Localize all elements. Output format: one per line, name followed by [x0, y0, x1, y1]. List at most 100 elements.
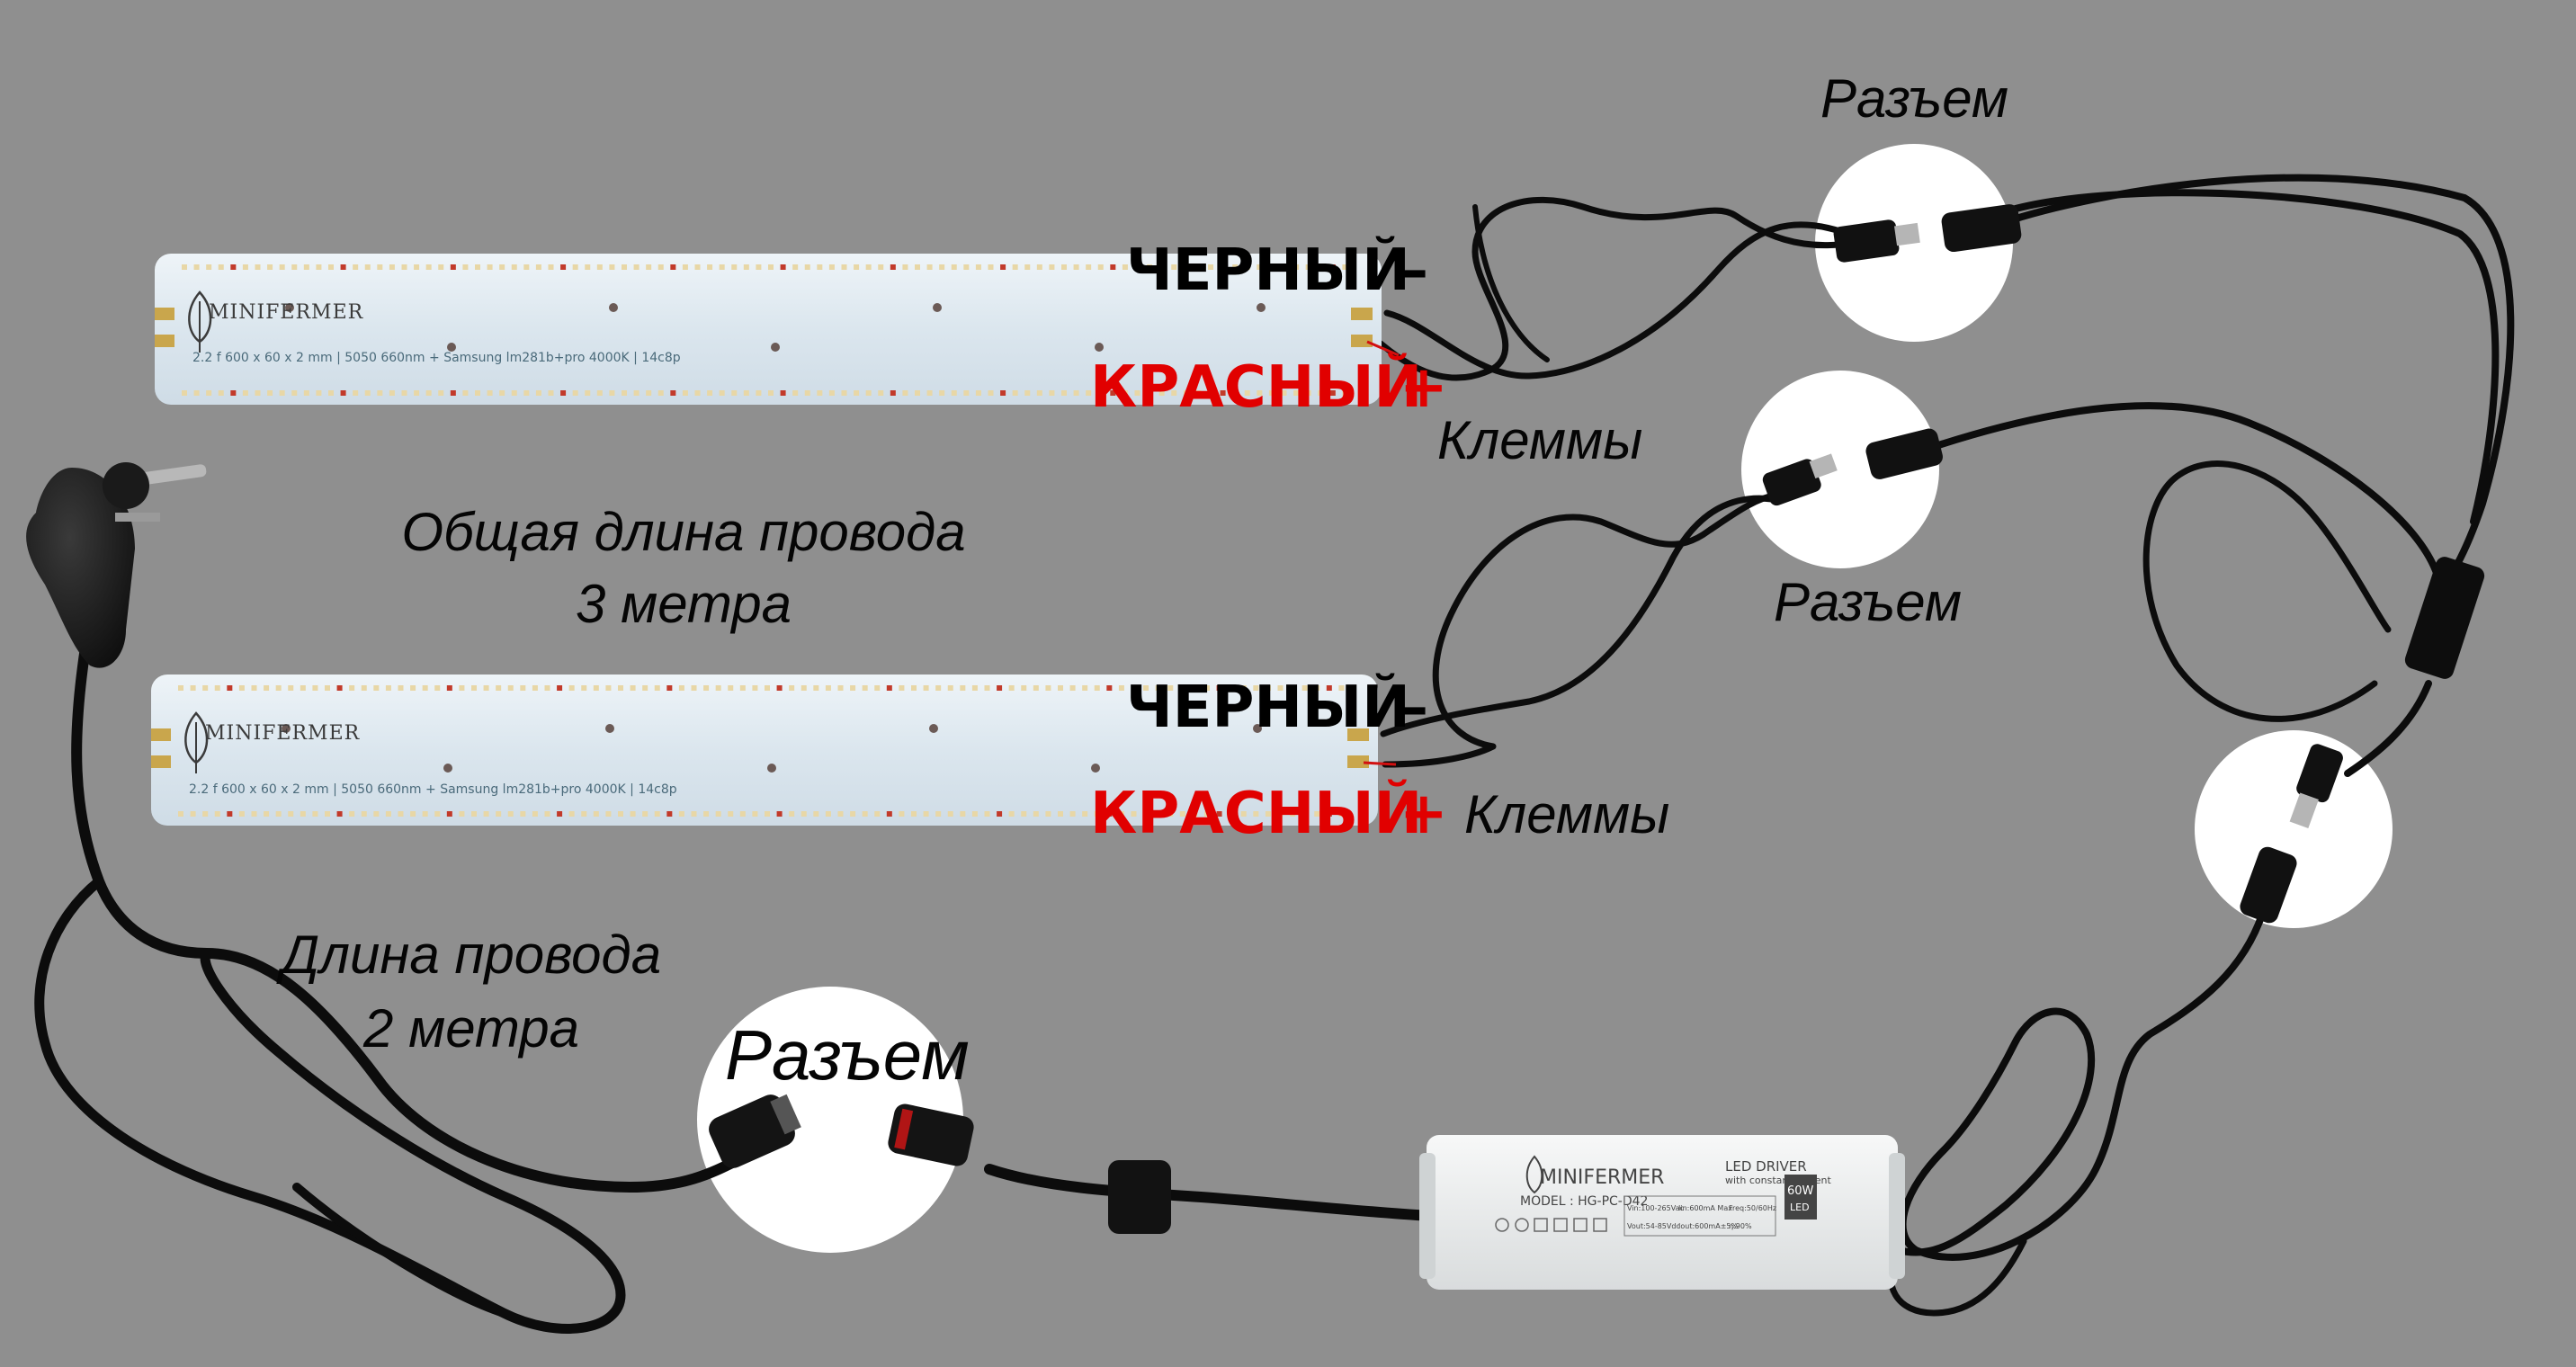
led-chip	[227, 811, 233, 817]
led-chip	[862, 685, 868, 691]
led-chip	[850, 685, 856, 691]
led-chip	[596, 264, 603, 270]
led-chip	[255, 390, 261, 396]
leaf-icon	[1525, 1155, 1543, 1194]
led-board-1: MINIFERMER 2.2 f 600 x 60 x 2 mm | 5050 …	[155, 254, 1400, 405]
led-chip	[1012, 390, 1018, 396]
led-chip	[988, 390, 994, 396]
led-chip	[1008, 811, 1015, 817]
led-chip	[1314, 811, 1320, 817]
led-chip	[789, 811, 795, 817]
led-chip	[218, 390, 224, 396]
led-chip	[854, 264, 860, 270]
led-chip	[520, 811, 526, 817]
mounting-hole	[1091, 764, 1100, 773]
led-chip	[780, 390, 786, 396]
led-chip	[1220, 390, 1226, 396]
led-chip	[361, 811, 367, 817]
led-chip	[275, 685, 282, 691]
led-board-2-plate	[151, 675, 1378, 826]
led-chip	[1265, 685, 1271, 691]
driver-brand: MINIFERMER	[1540, 1166, 1664, 1189]
led-chip	[715, 811, 721, 817]
led-chip	[1229, 685, 1235, 691]
led-chip	[1061, 390, 1067, 396]
led-chip	[1293, 390, 1300, 396]
led-chip	[178, 685, 183, 691]
led-chip	[899, 811, 905, 817]
led-chip	[1033, 685, 1039, 691]
led-chip	[776, 685, 783, 691]
led-chip	[364, 390, 371, 396]
led-chip	[1122, 390, 1128, 396]
led-chip	[242, 264, 248, 270]
led-chip	[483, 685, 489, 691]
led-chip	[251, 685, 257, 691]
led-chip	[288, 685, 294, 691]
cert-icon	[1573, 1218, 1588, 1232]
led-chip	[425, 264, 432, 270]
led-chip	[1265, 811, 1271, 817]
led-chip	[1253, 811, 1259, 817]
led-chip	[862, 811, 868, 817]
wires	[34, 174, 2515, 1334]
led-chip	[471, 685, 477, 691]
led-chip	[251, 811, 257, 817]
led-driver-end-right	[1889, 1153, 1905, 1279]
led-chip	[731, 264, 738, 270]
led-chip	[792, 390, 799, 396]
led-chip	[193, 264, 200, 270]
led-chip	[707, 264, 713, 270]
terminals-bottom-label: Клеммы	[1464, 784, 1669, 844]
led-chip	[804, 390, 810, 396]
led-chip	[828, 390, 835, 396]
board-1-black-sign: –	[1400, 237, 1428, 304]
led-chip	[1069, 811, 1076, 817]
led-chip	[300, 811, 306, 817]
led-chip	[691, 811, 697, 817]
led-chip	[1290, 685, 1296, 691]
led-chip	[548, 390, 554, 396]
led-chip	[646, 390, 652, 396]
led-chip	[312, 685, 318, 691]
led-chip	[1314, 685, 1320, 691]
led-chip	[312, 811, 318, 817]
led-chip	[581, 811, 587, 817]
led-chip	[560, 264, 567, 270]
led-chip	[1290, 811, 1296, 817]
led-chip	[535, 264, 541, 270]
led-chip	[1036, 264, 1042, 270]
led-chip	[765, 811, 770, 817]
led-chip	[1244, 390, 1250, 396]
led-chip	[691, 685, 697, 691]
led-chip	[385, 685, 391, 691]
led-chip	[657, 264, 664, 270]
dc-connector-mid	[1762, 428, 1943, 506]
waterproof-plug-tip	[770, 1094, 801, 1135]
led-chip	[1268, 390, 1275, 396]
led-chip	[214, 811, 220, 817]
power-plug-body	[26, 468, 136, 668]
led-chip	[1244, 264, 1250, 270]
led-chip	[496, 811, 502, 817]
led-chip	[1155, 685, 1161, 691]
led-chip	[434, 685, 441, 691]
mounting-hole	[929, 724, 938, 733]
led-chip	[353, 264, 359, 270]
led-chip	[1082, 685, 1088, 691]
led-chip	[1000, 264, 1006, 270]
led-chip	[557, 685, 563, 691]
led-chip	[997, 685, 1003, 691]
led-chip	[926, 390, 933, 396]
y-splitter	[2404, 557, 2485, 679]
led-chip	[1204, 685, 1210, 691]
led-chip	[911, 811, 917, 817]
led-chip	[939, 390, 945, 396]
led-chip	[568, 811, 575, 817]
cert-icon	[1593, 1218, 1607, 1232]
cord-length-line2: 2 метра	[362, 998, 579, 1059]
led-chip	[971, 685, 978, 691]
led-chip	[446, 811, 452, 817]
led-chip	[218, 264, 224, 270]
